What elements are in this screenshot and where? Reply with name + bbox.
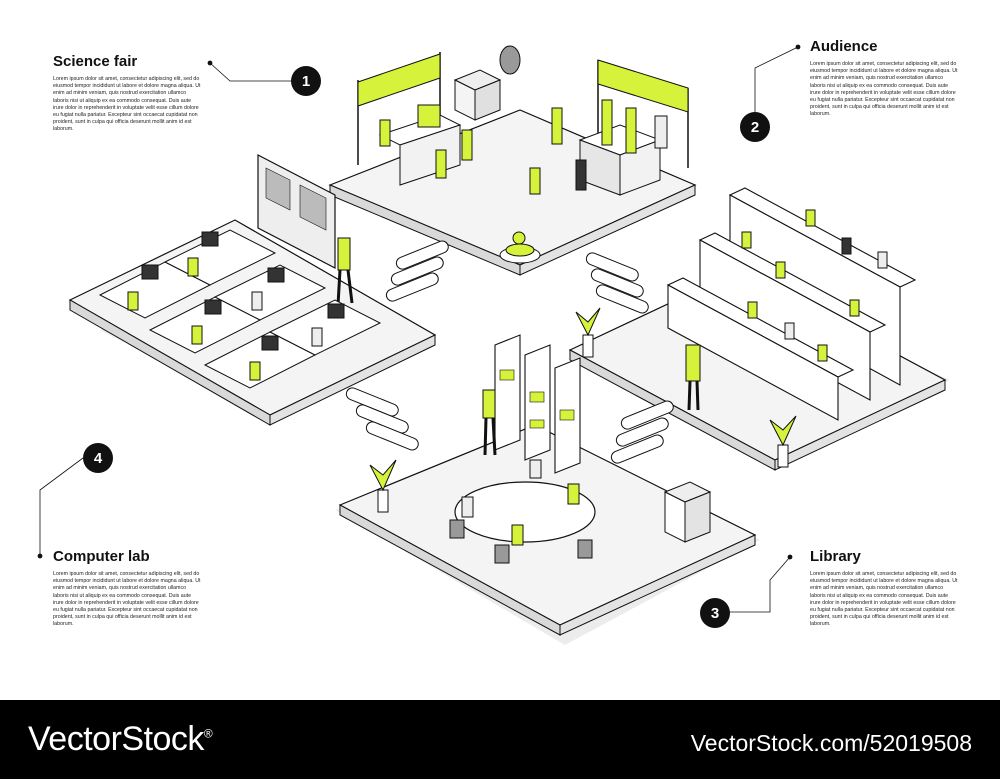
section-description: Lorem ipsum dolor sit amet, consectetur …: [53, 76, 201, 133]
callout-lines: [37, 44, 801, 613]
image-url: VectorStock.com/52019508: [690, 730, 972, 756]
section-title: Library: [810, 548, 861, 565]
section-description: Lorem ipsum dolor sit amet, consectetur …: [53, 571, 201, 628]
section-title: Audience: [810, 38, 878, 55]
connecting-stairs: [345, 240, 674, 464]
computer-lab-room: [68, 154, 437, 426]
brand-logo: VectorStock®: [28, 720, 213, 759]
section-number-badge: 3: [700, 598, 730, 628]
science-fair-room: [328, 45, 697, 276]
section-computer-lab: Computer lab Lorem ipsum dolor sit amet,…: [53, 548, 203, 629]
section-audience: Audience Lorem ipsum dolor sit amet, con…: [810, 38, 960, 119]
brand-name: VectorStock: [28, 720, 204, 758]
section-description: Lorem ipsum dolor sit amet, consectetur …: [810, 61, 958, 118]
registered-mark: ®: [203, 726, 213, 741]
library-room: [338, 334, 757, 636]
isometric-illustration: [37, 44, 950, 645]
section-title: Computer lab: [53, 548, 150, 565]
section-description: Lorem ipsum dolor sit amet, consectetur …: [810, 571, 958, 628]
section-library: Library Lorem ipsum dolor sit amet, cons…: [810, 548, 960, 629]
watermark-footer: VectorStock® VectorStock.com/52019508: [0, 700, 1000, 779]
section-number-badge: 1: [291, 66, 321, 96]
section-number-badge: 4: [83, 443, 113, 473]
section-science-fair: Science fair Lorem ipsum dolor sit amet,…: [53, 53, 203, 134]
section-number-badge: 2: [740, 112, 770, 142]
section-title: Science fair: [53, 53, 138, 70]
